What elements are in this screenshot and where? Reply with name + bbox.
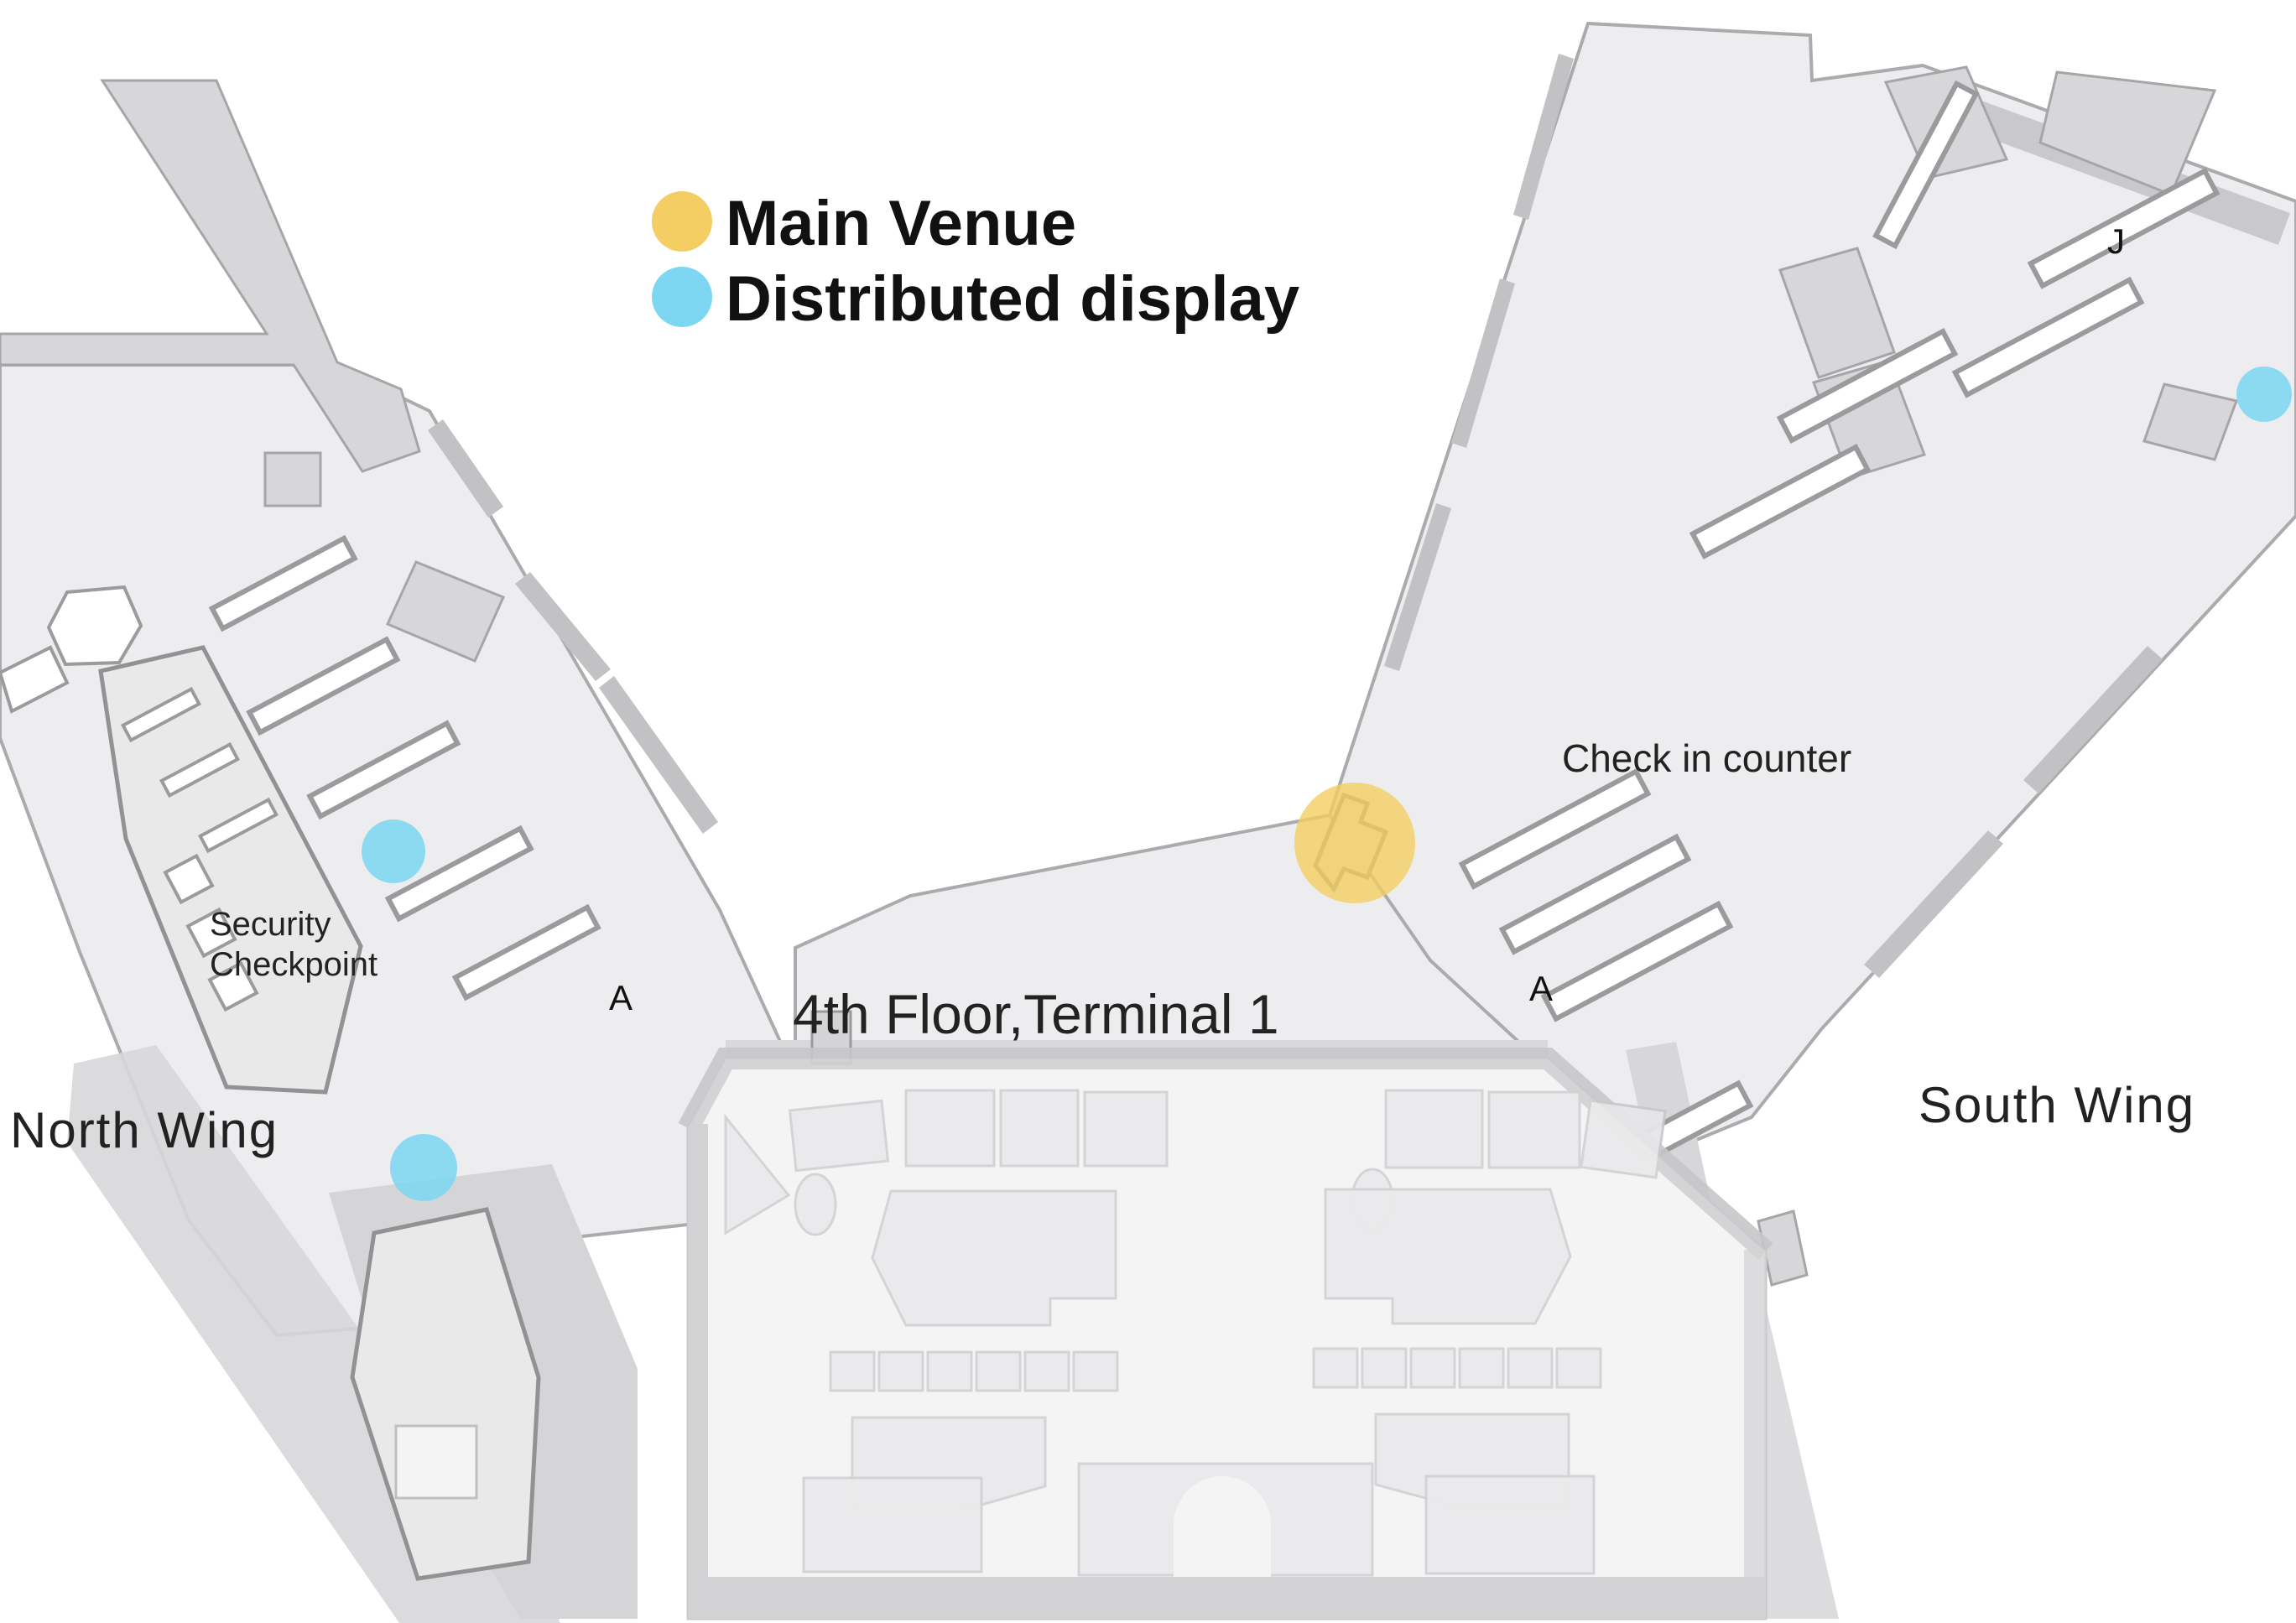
security-lane — [120, 686, 202, 743]
edge-sliver — [1451, 278, 1515, 448]
shop-diamond — [2142, 382, 2238, 461]
checkin-counter-row — [1689, 444, 1872, 559]
legend-main-venue-label: Main Venue — [726, 188, 1076, 259]
checkin-counter-row — [306, 720, 461, 820]
legend-distributed-display-label: Distributed display — [726, 263, 1299, 335]
checkin-counter-row — [1458, 767, 1652, 890]
checkin-counter-row — [1951, 276, 2145, 398]
security-checkpoint-label-line2: Checkpoint — [210, 946, 377, 983]
kiosk-hexagon — [46, 585, 143, 667]
tip-diamond — [1757, 1209, 1809, 1287]
south-wing-label: South Wing — [1919, 1077, 2195, 1133]
checkin-counter-row-j — [2027, 167, 2221, 289]
distributed-display-marker — [362, 819, 425, 883]
hub-room — [802, 1476, 983, 1574]
checkin-counter-row — [1776, 328, 1959, 444]
security-lane — [159, 741, 241, 798]
shop-block — [263, 451, 322, 507]
edge-sliver — [428, 419, 503, 518]
hub-counter-strip — [829, 1347, 1602, 1392]
checkin-counter-row — [246, 636, 401, 736]
north-wing-label: North Wing — [10, 1102, 279, 1158]
shop-diamond — [385, 560, 506, 663]
edge-sliver — [2023, 646, 2163, 793]
hub-room — [1083, 1090, 1169, 1168]
hub-wedge — [724, 1113, 791, 1235]
security-booth — [185, 907, 237, 959]
checkin-counter-row — [384, 825, 534, 923]
checkin-counter-slim — [1872, 80, 1980, 250]
hub-room — [999, 1089, 1080, 1168]
hub-room-large — [871, 1189, 1117, 1327]
checkin-counter-row — [1540, 900, 1734, 1022]
hub-room — [904, 1089, 996, 1168]
hub-room-large — [1324, 1188, 1572, 1325]
security-booth — [207, 960, 259, 1012]
security-checkpoint-room — [98, 645, 363, 1095]
edge-sliver — [1513, 54, 1574, 220]
edge-sliver — [1384, 503, 1451, 671]
floor-label: 4th Floor,Terminal 1 — [793, 983, 1279, 1045]
edge-sliver — [515, 572, 611, 681]
zone-letter-north-a: A — [609, 978, 633, 1017]
legend-distributed-display-swatch — [652, 267, 712, 327]
hub-arch-notch — [1174, 1525, 1271, 1577]
hub-right-band — [1744, 1250, 1766, 1619]
hub-room — [1384, 1089, 1484, 1169]
counter-clipped — [0, 645, 70, 714]
main-venue-marker — [1294, 783, 1415, 903]
legend: Main Venue Distributed display — [652, 188, 1299, 335]
edge-sliver — [1864, 830, 2003, 978]
checkin-counter-row — [451, 903, 601, 1001]
checkin-counter-row — [1498, 833, 1692, 955]
security-booth — [163, 853, 215, 905]
shop-block — [1778, 247, 1896, 379]
checkin-counter-row — [208, 534, 358, 632]
hub-left-band — [688, 1124, 708, 1619]
hub-wash — [688, 1059, 1766, 1619]
distributed-display-marker — [390, 1134, 457, 1201]
edge-sliver — [599, 676, 718, 834]
hub-room — [1580, 1099, 1667, 1179]
legend-main-venue-swatch — [652, 191, 712, 252]
distributed-display-marker — [2236, 367, 2292, 422]
south-wing-hall — [1327, 21, 2296, 1170]
security-checkpoint-label-line1: Security — [210, 906, 331, 943]
hub-column — [794, 1173, 837, 1236]
hub-room — [1487, 1090, 1581, 1169]
check-in-counter-label: Check in counter — [1562, 736, 1851, 780]
hub-room — [788, 1099, 890, 1173]
zone-letter-j: J — [2107, 221, 2125, 261]
courtyard-inner — [394, 1424, 478, 1500]
security-lane — [197, 797, 279, 854]
hub-bottom-band — [688, 1577, 1766, 1619]
north-corridor-band — [0, 79, 421, 473]
hub-room — [1424, 1475, 1596, 1575]
zone-letter-south-a: A — [1529, 969, 1553, 1008]
